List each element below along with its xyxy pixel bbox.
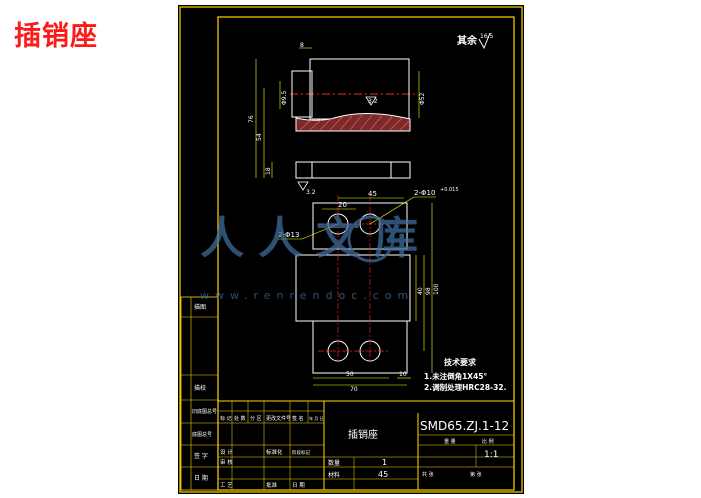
dim-base-height: 18 <box>265 167 272 175</box>
sheet-label: 第 张 <box>470 471 482 478</box>
boss-outline <box>291 70 313 118</box>
dim-lower-height: 54 <box>256 133 263 141</box>
dim-height-c: 40 <box>417 287 424 295</box>
row-header-5: 签 名 <box>292 415 304 422</box>
flange-outline <box>312 202 408 250</box>
roughness-note: 其余 16.5 <box>457 32 494 50</box>
tech-item-1: 1.未注倒角1X45° <box>424 371 488 381</box>
scale-value: 1:1 <box>484 450 498 460</box>
side-label-2: 描校 <box>194 384 206 392</box>
dim-pin-hole: 2-Φ13 <box>278 231 299 239</box>
outer-border <box>179 6 523 493</box>
base-outline <box>295 161 411 179</box>
row-standard: 标准化 <box>266 448 283 456</box>
title-block[interactable]: 标 记 处 数 分 区 更改文件号 签 名 年 月 日 设 计 标准化 阶段标记… <box>217 400 515 491</box>
dim-bottom-roughness: 3.2 <box>306 189 316 196</box>
quantity-value: 1 <box>382 458 387 467</box>
row-design: 设 计 <box>220 448 233 456</box>
dim-bore-dia: Φ52 <box>419 92 426 105</box>
watermark-url: www.renrendoc.com <box>200 289 414 302</box>
dim-width: 8 <box>300 42 304 49</box>
tech-item-2: 2.调制处理HRC28-32. <box>424 382 507 392</box>
side-label-6: 日 期 <box>194 474 208 482</box>
scale-label: 比 例 <box>482 438 494 445</box>
row-stage: 阶段标记 <box>292 449 310 456</box>
dim-height-b: 100 <box>433 283 440 295</box>
roughness-label: 其余 <box>457 34 478 47</box>
side-label-5: 签 字 <box>194 452 208 460</box>
watermark: 人人文库 www.renrendoc.com <box>200 213 432 302</box>
top-view[interactable]: 45 20 2-Φ13 2-Φ10 +0.015 40 98 100 50 70… <box>278 187 459 393</box>
dim-height-a: 98 <box>425 287 432 295</box>
side-label-3: 旧底图总号 <box>192 408 217 415</box>
side-label-column: 描图 描校 旧底图总号 底图总号 签 字 日 期 <box>180 296 219 491</box>
dim-width-b: 70 <box>350 386 358 393</box>
row-review: 审 核 <box>220 458 233 466</box>
plate-outline <box>295 254 411 322</box>
dim-hole-dia: Φ9.5 <box>281 91 288 105</box>
dim-bolt-tol: +0.015 <box>440 187 459 193</box>
dim-edge: 10 <box>399 371 407 378</box>
front-view[interactable]: 8 Φ9.5 Φ52 76 54 18 3.2 3.2 <box>248 42 426 196</box>
break-line <box>295 112 411 132</box>
drawing-canvas[interactable]: 其余 16.5 8 Φ9.5 Φ52 76 54 18 3.2 <box>178 5 524 494</box>
dim-offset: 20 <box>338 201 347 209</box>
page-title: 插销座 <box>14 21 98 52</box>
drawing-number: SMD65.ZJ.1-12 <box>420 419 509 433</box>
dim-overall-height: 76 <box>248 115 255 123</box>
row-process: 工 艺 <box>220 482 233 489</box>
row-approve: 批准 <box>266 481 278 489</box>
quantity-label: 数量 <box>328 459 340 467</box>
dim-width-a: 50 <box>346 371 354 378</box>
body-outline <box>309 58 410 120</box>
weight-label: 重 量 <box>444 438 456 445</box>
watermark-brand: 人人文库 <box>200 213 432 264</box>
sheets-label: 共 张 <box>422 471 434 478</box>
tech-title: 技术要求 <box>444 357 477 367</box>
roughness-value: 16.5 <box>480 33 494 40</box>
material-value: 45 <box>378 470 388 479</box>
dim-center-spacing: 45 <box>368 190 377 198</box>
tech-requirements: 技术要求 1.未注倒角1X45° 2.调制处理HRC28-32. <box>424 357 507 392</box>
roughness-symbol <box>478 32 491 50</box>
row-header-4: 更改文件号 <box>266 415 291 422</box>
row-header-1: 标 记 <box>220 415 232 422</box>
part-name: 插销座 <box>348 428 378 441</box>
material-label: 材料 <box>328 471 340 479</box>
side-label-4: 底图总号 <box>192 431 212 438</box>
dim-bolt-hole: 2-Φ10 <box>414 189 435 197</box>
row-date: 日 期 <box>292 482 305 489</box>
row-header-6: 年 月 日 <box>309 415 324 421</box>
row-header-2: 处 数 <box>234 415 246 422</box>
side-label-1: 描图 <box>194 303 206 311</box>
lower-plate <box>312 320 408 374</box>
row-header-3: 分 区 <box>250 415 262 422</box>
